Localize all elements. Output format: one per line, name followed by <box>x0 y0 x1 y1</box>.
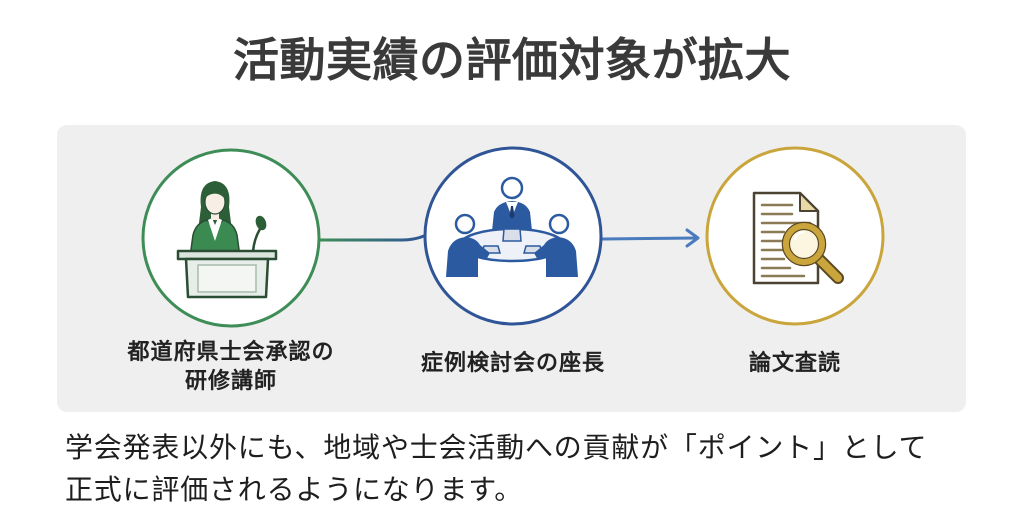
description: 学会発表以外にも、地域や士会活動への貢献が「ポイント」として 正式に評価されるよ… <box>65 427 1015 511</box>
node-training-lecturer <box>140 147 322 329</box>
magnifier-inner-ring <box>788 228 820 260</box>
node-circle <box>705 146 885 326</box>
connector-line <box>318 234 426 242</box>
node-case-conference-chair <box>422 145 604 327</box>
right-person-head <box>548 213 570 235</box>
magnifier-glint <box>793 230 805 241</box>
magnifier-outer-ring <box>781 221 827 267</box>
item-label-training-lecturer: 都道府県士会承認の 研修講師 <box>91 338 371 396</box>
microphone-head <box>255 215 267 231</box>
magnifier-handle <box>814 254 842 282</box>
document-text-lines <box>760 203 812 278</box>
back-person-head <box>500 176 524 200</box>
podium-panel <box>197 264 257 293</box>
item-label-paper-review: 論文査読 <box>655 349 935 378</box>
item-label-line: 症例検討会の座長 <box>420 351 605 376</box>
speaker-at-podium-icon <box>176 181 278 299</box>
description-line: 正式に評価されるようになります。 <box>65 473 524 506</box>
podium-top <box>176 249 278 261</box>
item-label-line: 研修講師 <box>184 369 277 394</box>
magnifier-lens <box>783 223 825 265</box>
description-line: 学会発表以外にも、地域や士会活動への貢献が「ポイント」として <box>65 431 928 464</box>
node-circle <box>423 146 603 326</box>
arrow-head-icon <box>685 228 700 248</box>
bangs <box>204 187 226 200</box>
laptop-center <box>502 228 522 242</box>
arrow-line <box>601 236 699 241</box>
back-person-tie <box>509 206 515 219</box>
page-title: 活動実績の評価対象が拡大 <box>233 33 791 87</box>
item-label-line: 論文査読 <box>748 351 841 376</box>
left-person-head <box>454 213 476 235</box>
document-magnifier-icon <box>752 191 844 285</box>
item-label-line: 都道府県士会承認の <box>127 340 335 365</box>
node-paper-review <box>704 145 886 327</box>
left-person-body <box>446 237 490 277</box>
neck <box>211 210 219 220</box>
shirt <box>208 218 222 241</box>
item-label-case-conference-chair: 症例検討会の座長 <box>373 349 653 378</box>
meeting-table-icon <box>446 176 578 277</box>
node-circle <box>141 148 321 328</box>
right-person-body <box>534 237 578 277</box>
document-fold <box>799 192 819 212</box>
